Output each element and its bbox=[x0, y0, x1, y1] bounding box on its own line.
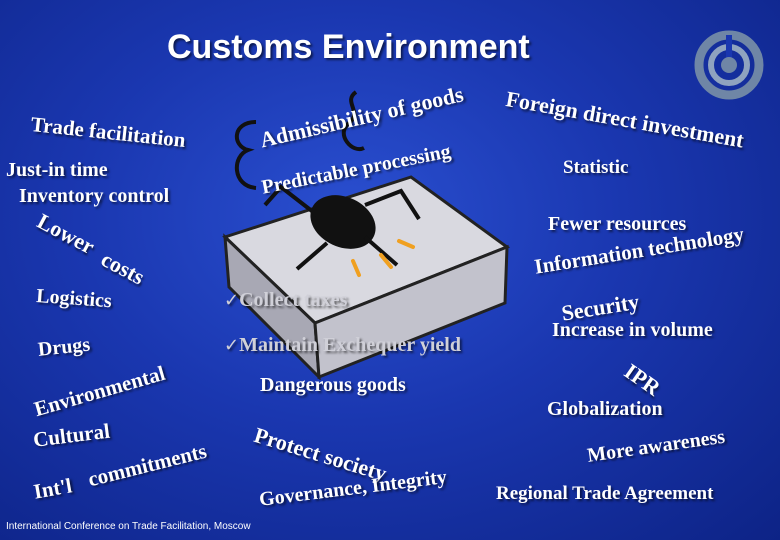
footer-text: International Conference on Trade Facili… bbox=[6, 521, 251, 532]
drugs-text: Drugs bbox=[36, 333, 92, 361]
lower-costs-text-1: Lower bbox=[33, 208, 99, 259]
more-awareness-text: More awareness bbox=[585, 425, 727, 467]
just-in-time-text: Just-in time bbox=[6, 159, 108, 181]
organization-logo-icon bbox=[694, 30, 764, 100]
desk-illustration bbox=[222, 175, 511, 380]
slide-title: Customs Environment bbox=[167, 28, 530, 66]
dangerous-goods-text: Dangerous goods bbox=[260, 374, 406, 396]
increase-volume-text: Increase in volume bbox=[552, 319, 713, 341]
maintain-exchequer-text: Maintain Exchequer yield bbox=[239, 334, 461, 356]
statistic-text: Statistic bbox=[563, 157, 629, 178]
bracket-icon bbox=[234, 120, 257, 190]
ipr-text: IPR bbox=[619, 358, 666, 401]
maintain-exchequer-item: ✓Maintain Exchequer yield bbox=[224, 335, 461, 355]
regional-trade-agreement-text: Regional Trade Agreement bbox=[496, 483, 714, 504]
hook-icon bbox=[341, 90, 365, 152]
commitments-text: commitments bbox=[85, 438, 210, 492]
globalization-text: Globalization bbox=[547, 398, 663, 420]
trade-facilitation-text: Trade facilitation bbox=[29, 112, 187, 153]
cultural-text: Cultural bbox=[31, 418, 112, 452]
check-icon: ✓ bbox=[224, 290, 240, 311]
intl-text: Int'l bbox=[31, 473, 74, 504]
environmental-text: Environmental bbox=[31, 360, 168, 422]
lower-costs-text-2: costs bbox=[97, 246, 149, 290]
collect-taxes-item: ✓Collect taxes bbox=[224, 290, 347, 310]
inventory-control-text: Inventory control bbox=[19, 185, 170, 207]
check-icon: ✓ bbox=[224, 335, 240, 356]
collect-taxes-text: Collect taxes bbox=[239, 289, 348, 311]
logistics-text: Logistics bbox=[35, 285, 113, 313]
fewer-resources-text: Fewer resources bbox=[548, 213, 687, 235]
